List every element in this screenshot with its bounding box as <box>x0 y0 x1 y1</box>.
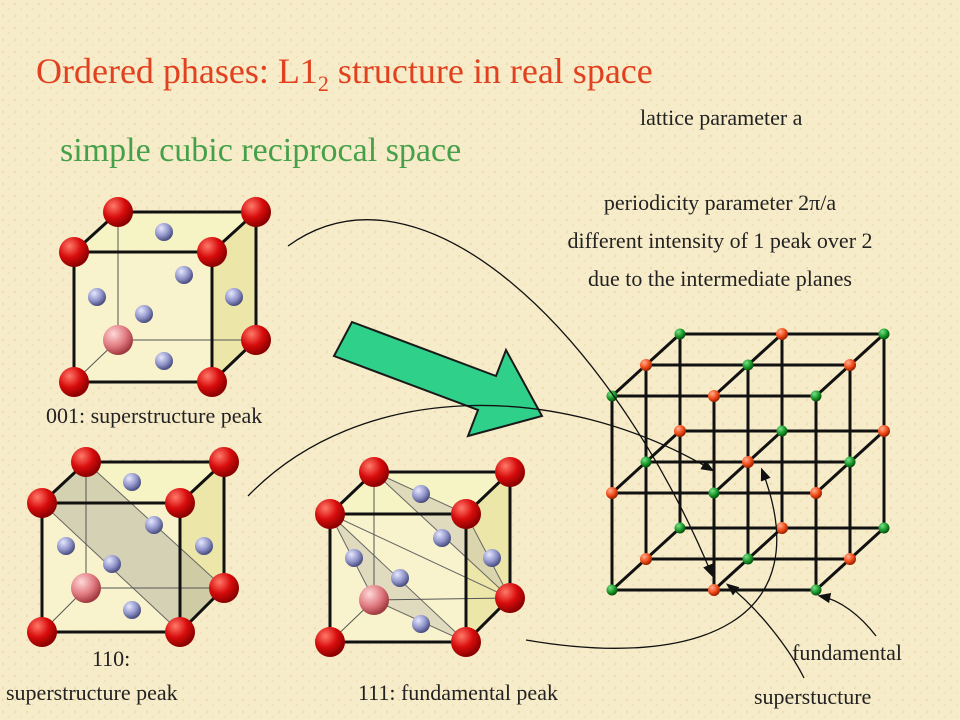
superstructure-node <box>844 553 856 565</box>
superstructure-node <box>708 584 720 596</box>
fundamental-node <box>878 328 890 340</box>
fundamental-node <box>606 584 618 596</box>
fundamental-node <box>878 522 890 534</box>
lattice-parameter-label: lattice parameter a <box>640 105 803 130</box>
fundamental-node <box>708 487 720 499</box>
label-110-line1: 110: <box>92 646 131 671</box>
page-title: Ordered phases: L12 structure in real sp… <box>36 51 653 97</box>
planes-label: due to the intermediate planes <box>588 266 852 291</box>
label-110-line2: superstructure peak <box>6 680 178 705</box>
periodicity-label: periodicity parameter 2π/a <box>603 190 837 215</box>
superstructure-node <box>640 359 652 371</box>
superstructure-node <box>674 425 686 437</box>
fundamental-node <box>742 359 754 371</box>
superstructure-node <box>844 359 856 371</box>
fundamental-node <box>844 456 856 468</box>
superstructure-node <box>810 487 822 499</box>
fundamental-node <box>776 425 788 437</box>
fundamental-node <box>674 522 686 534</box>
fundamental-node <box>810 390 822 402</box>
label-fundamental: fundamental <box>792 640 902 665</box>
superstructure-node <box>708 390 720 402</box>
label-111: 111: fundamental peak <box>358 680 558 705</box>
superstructure-node <box>742 456 754 468</box>
transform-arrow <box>332 320 544 438</box>
fundamental-node <box>742 553 754 565</box>
intensity-label: different intensity of 1 peak over 2 <box>567 228 873 253</box>
cube-110 <box>27 447 239 647</box>
subtitle: simple cubic reciprocal space <box>60 132 462 169</box>
superstructure-node <box>878 425 890 437</box>
fundamental-node <box>640 456 652 468</box>
cube-001 <box>59 197 271 397</box>
fundamental-node <box>810 584 822 596</box>
label-001: 001: superstructure peak <box>46 403 263 428</box>
label-superstucture: superstucture <box>754 684 872 709</box>
superstructure-node <box>776 522 788 534</box>
superstructure-node <box>776 328 788 340</box>
cube-111 <box>315 457 525 657</box>
superstructure-node <box>606 487 618 499</box>
connector-curves <box>247 219 877 679</box>
superstructure-node <box>640 553 652 565</box>
fundamental-node <box>606 390 618 402</box>
fundamental-node <box>674 328 686 340</box>
reciprocal-lattice <box>606 328 890 596</box>
